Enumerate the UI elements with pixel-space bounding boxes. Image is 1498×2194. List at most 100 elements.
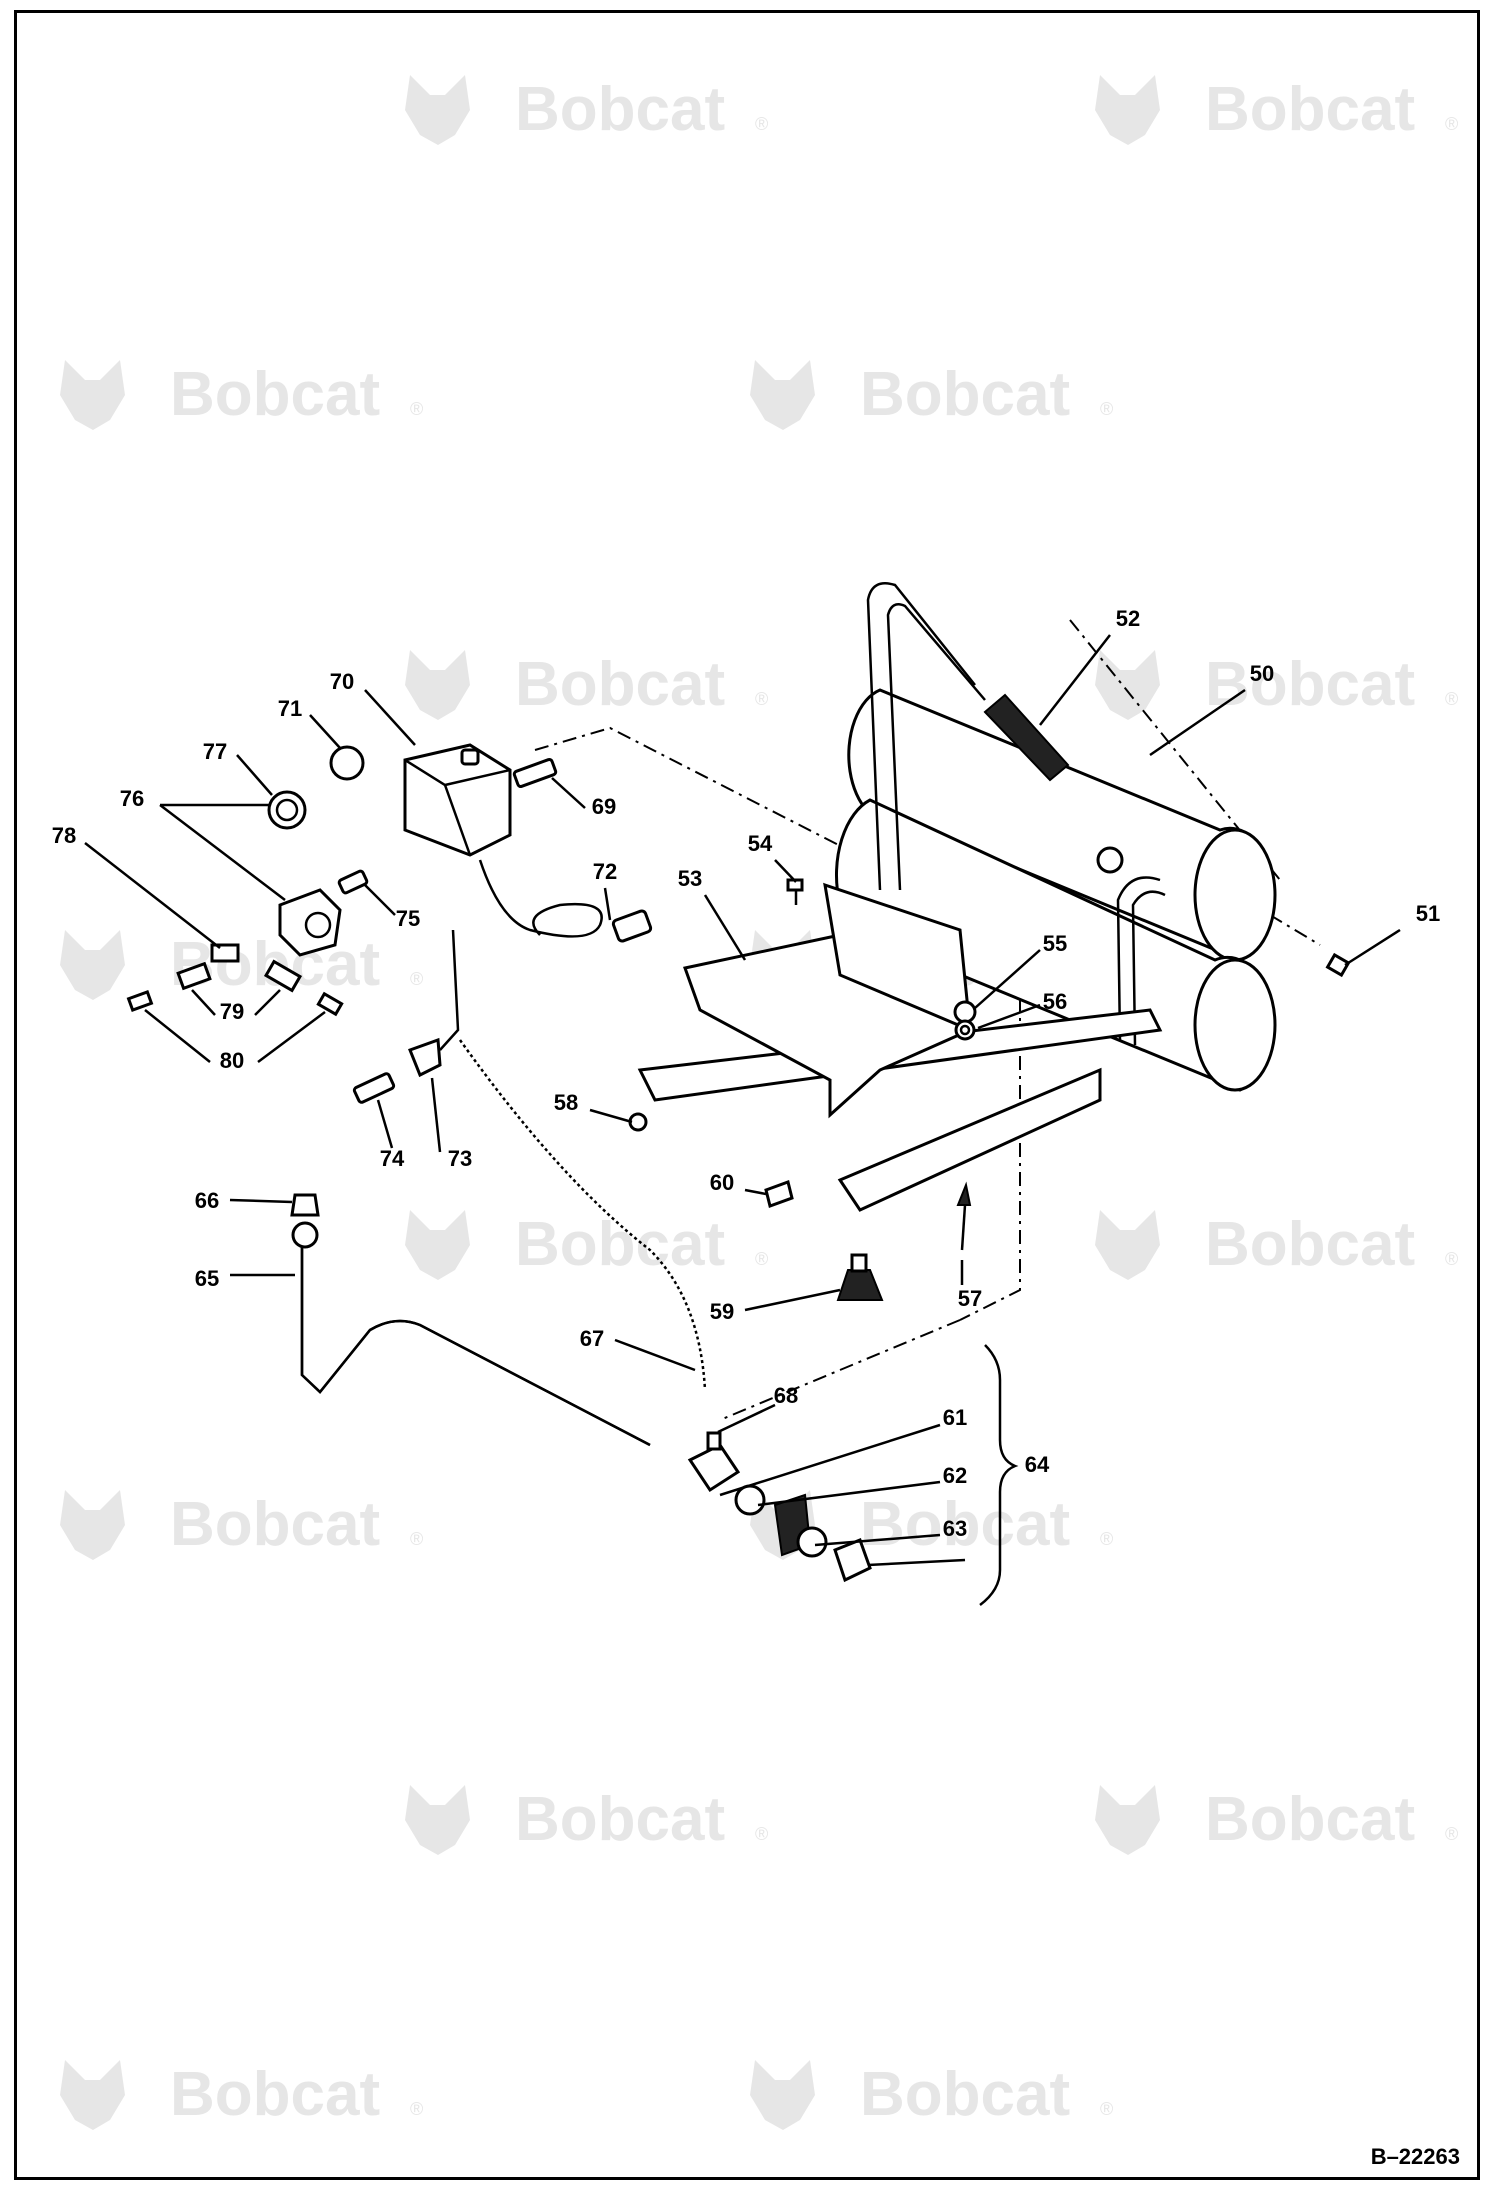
callout-67: 67 bbox=[580, 1326, 604, 1351]
callout-57: 57 bbox=[958, 1286, 982, 1311]
watermark-text: Bobcat bbox=[170, 2060, 380, 2129]
callout-56: 56 bbox=[1043, 989, 1067, 1014]
bobcat-logo-icon bbox=[1095, 1210, 1160, 1280]
callout-50: 50 bbox=[1250, 661, 1274, 686]
callout-76: 76 bbox=[120, 786, 144, 811]
air-tanks bbox=[835, 688, 1277, 1092]
watermark-text: Bobcat bbox=[1205, 1210, 1415, 1279]
callout-72: 72 bbox=[593, 859, 617, 884]
callout-52: 52 bbox=[1116, 606, 1140, 631]
watermark: Bobcat ® bbox=[405, 1210, 768, 1280]
registered-mark: ® bbox=[1445, 1824, 1458, 1844]
bobcat-logo-icon bbox=[1095, 75, 1160, 145]
bobcat-logo-icon bbox=[405, 1785, 470, 1855]
mounting-bracket bbox=[683, 882, 973, 1119]
callout-labels: 5051525354555657585960616263646566676869… bbox=[52, 606, 1440, 1541]
bobcat-logo-icon bbox=[1095, 1785, 1160, 1855]
callout-73: 73 bbox=[448, 1146, 472, 1171]
watermark-text: Bobcat bbox=[515, 75, 725, 144]
small-fittings bbox=[337, 757, 558, 1104]
watermark: Bobcat ® bbox=[60, 1490, 423, 1560]
watermark: Bobcat ® bbox=[405, 650, 768, 720]
regulator-fittings bbox=[126, 888, 344, 1017]
watermark-text: Bobcat bbox=[170, 360, 380, 429]
callout-75: 75 bbox=[396, 906, 420, 931]
callout-79: 79 bbox=[220, 999, 244, 1024]
bobcat-logo-icon bbox=[750, 2060, 815, 2130]
watermark: Bobcat® bbox=[1095, 1210, 1458, 1280]
bobcat-logo-icon bbox=[405, 75, 470, 145]
bobcat-logo-icon bbox=[60, 360, 125, 430]
watermark-text: Bobcat bbox=[860, 360, 1070, 429]
watermark: Bobcat ® bbox=[60, 360, 423, 430]
watermark: Bobcat ® bbox=[1095, 1785, 1458, 1855]
registered-mark: ® bbox=[1445, 114, 1458, 134]
bobcat-logo-icon bbox=[750, 360, 815, 430]
callout-65: 65 bbox=[195, 1266, 219, 1291]
callout-58: 58 bbox=[554, 1090, 578, 1115]
watermark: Bobcat® bbox=[405, 75, 768, 145]
bobcat-logo-icon bbox=[405, 1210, 470, 1280]
registered-mark: ® bbox=[410, 1529, 423, 1549]
check-valve-assembly bbox=[687, 1431, 872, 1583]
callout-54: 54 bbox=[748, 831, 773, 856]
callout-60: 60 bbox=[710, 1170, 734, 1195]
tube-connectors bbox=[290, 1193, 320, 1249]
watermark-text: Bobcat bbox=[1205, 650, 1415, 719]
watermark-text: Bobcat bbox=[1205, 75, 1415, 144]
watermark-text: Bobcat bbox=[515, 650, 725, 719]
registered-mark: ® bbox=[755, 1249, 768, 1269]
callout-68: 68 bbox=[774, 1383, 798, 1408]
diagram-frame bbox=[14, 10, 1480, 2180]
registered-mark: ® bbox=[755, 689, 768, 709]
registered-mark: ® bbox=[410, 399, 423, 419]
registered-mark: ® bbox=[1100, 1529, 1113, 1549]
figure-id: B–22263 bbox=[1371, 2144, 1460, 2169]
handle-frame bbox=[866, 582, 1166, 1046]
watermark-text: Bobcat bbox=[1205, 1785, 1415, 1854]
callout-77: 77 bbox=[203, 739, 227, 764]
callout-55: 55 bbox=[1043, 931, 1067, 956]
callout-66: 66 bbox=[195, 1188, 219, 1213]
watermark: Bobcat ® bbox=[750, 360, 1113, 430]
callout-63: 63 bbox=[943, 1516, 967, 1541]
callout-74: 74 bbox=[380, 1146, 405, 1171]
watermark-text: Bobcat bbox=[515, 1785, 725, 1854]
handle-grip bbox=[983, 693, 1070, 782]
watermark-layer: Bobcat ® Bobcat ® Bobcat ® Bobcat ® Bobcat ® Bobca… bbox=[60, 75, 1458, 2130]
pressure-switch bbox=[403, 743, 512, 857]
bobcat-logo-icon bbox=[1095, 650, 1160, 720]
watermark-text: Bobcat bbox=[515, 1210, 725, 1279]
callout-64: 64 bbox=[1025, 1452, 1050, 1477]
watermark: Bobcat ® bbox=[1095, 650, 1458, 720]
watermark: Bobcat ® bbox=[1095, 75, 1458, 145]
callout-70: 70 bbox=[330, 669, 354, 694]
bobcat-logo-icon bbox=[60, 1490, 125, 1560]
callout-59: 59 bbox=[710, 1299, 734, 1324]
power-cord bbox=[478, 859, 653, 943]
watermark-text: Bobcat bbox=[170, 1490, 380, 1559]
watermark: Bobcat® bbox=[60, 930, 423, 1000]
watermark-text: Bobcat bbox=[860, 1490, 1070, 1559]
pressure-gauges bbox=[267, 745, 365, 830]
callout-78: 78 bbox=[52, 823, 76, 848]
registered-mark: ® bbox=[1100, 2099, 1113, 2119]
mounting-hardware bbox=[628, 878, 1351, 1301]
callout-51: 51 bbox=[1416, 901, 1440, 926]
bobcat-logo-icon bbox=[60, 2060, 125, 2130]
watermark: Bobcat ® bbox=[60, 2060, 423, 2130]
callout-80: 80 bbox=[220, 1048, 244, 1073]
callout-62: 62 bbox=[943, 1463, 967, 1488]
bobcat-logo-icon bbox=[60, 930, 125, 1000]
callout-53: 53 bbox=[678, 866, 702, 891]
callout-69: 69 bbox=[592, 794, 616, 819]
watermark: Bobcat ® bbox=[405, 1785, 768, 1855]
tubes bbox=[300, 929, 707, 1447]
registered-mark: ® bbox=[410, 2099, 423, 2119]
registered-mark: ® bbox=[755, 1824, 768, 1844]
watermark-text: Bobcat bbox=[860, 2060, 1070, 2129]
watermark: Bobcat ® bbox=[750, 1490, 1113, 1560]
registered-mark: ® bbox=[1445, 689, 1458, 709]
watermark: Bobcat ® bbox=[750, 2060, 1113, 2130]
registered-mark: ® bbox=[1100, 399, 1113, 419]
